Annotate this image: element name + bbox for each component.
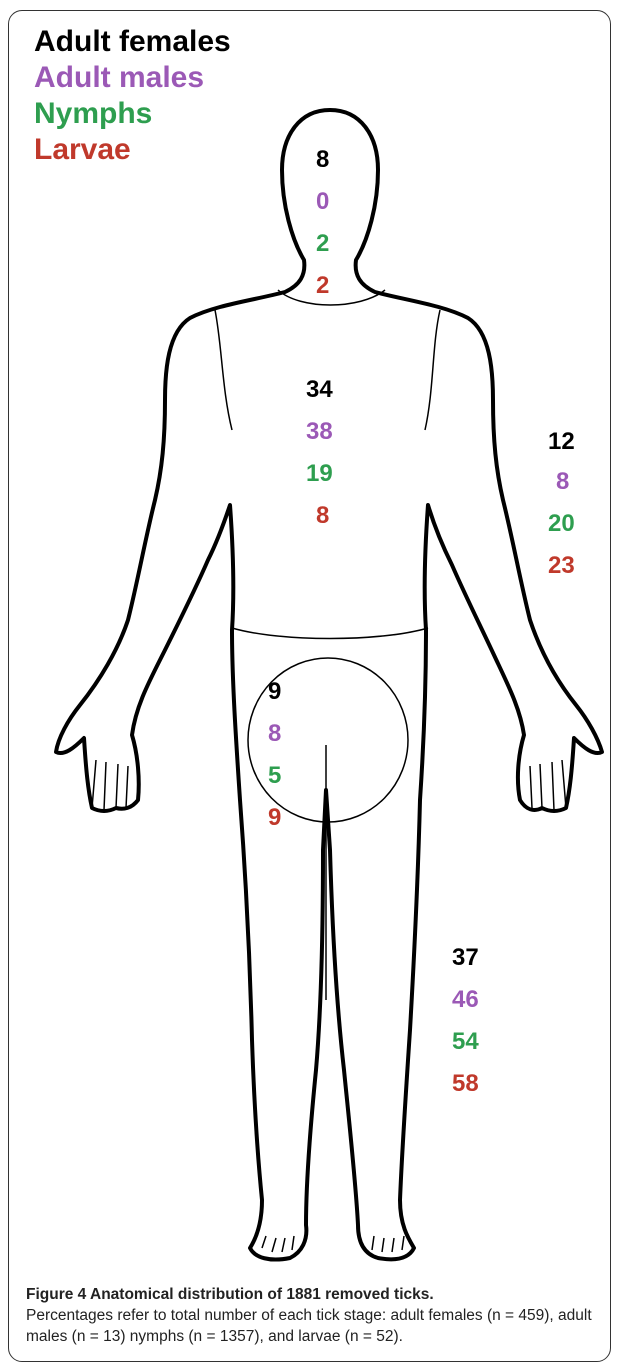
legend-larvae: Larvae — [34, 132, 231, 168]
head-adult-males-value: 0 — [316, 188, 329, 216]
right-toes — [372, 1236, 404, 1252]
right-fingers — [530, 760, 566, 810]
leg-nymphs-value: 54 — [452, 1028, 479, 1056]
torso-adult-females-value: 34 — [306, 376, 333, 404]
arm-larvae-value: 23 — [548, 552, 575, 580]
waist-band — [232, 628, 428, 639]
arm-adult-males-value: 8 — [556, 468, 569, 496]
legend-adult-males: Adult males — [34, 60, 231, 96]
body-outline-svg — [0, 0, 620, 1280]
left-toes — [262, 1236, 294, 1252]
arm-nymphs-value: 20 — [548, 510, 575, 538]
leg-adult-males-value: 46 — [452, 986, 479, 1014]
groin-adult-females-value: 9 — [268, 678, 281, 706]
legend-adult-females: Adult females — [34, 24, 231, 60]
caption-title: Figure 4 Anatomical distribution of 1881… — [26, 1286, 434, 1303]
groin-adult-males-value: 8 — [268, 720, 281, 748]
groin-larvae-value: 9 — [268, 804, 281, 832]
leg-larvae-value: 58 — [452, 1070, 479, 1098]
head-nymphs-value: 2 — [316, 230, 329, 258]
head-adult-females-value: 8 — [316, 146, 329, 174]
torso-larvae-value: 8 — [316, 502, 329, 530]
torso-adult-males-value: 38 — [306, 418, 333, 446]
legend: Adult females Adult males Nymphs Larvae — [34, 24, 231, 168]
torso-nymphs-value: 19 — [306, 460, 333, 488]
neck-line — [278, 290, 385, 305]
arm-adult-females-value: 12 — [548, 428, 575, 456]
legend-nymphs: Nymphs — [34, 96, 231, 132]
head-larvae-value: 2 — [316, 272, 329, 300]
caption-text: Percentages refer to total number of eac… — [26, 1307, 592, 1345]
left-fingers — [92, 760, 128, 810]
groin-nymphs-value: 5 — [268, 762, 281, 790]
figure-caption: Figure 4 Anatomical distribution of 1881… — [26, 1284, 616, 1347]
body-diagram: Adult females Adult males Nymphs Larvae … — [0, 0, 620, 1280]
right-shoulder-seam — [425, 310, 440, 430]
left-shoulder-seam — [215, 310, 232, 430]
leg-adult-females-value: 37 — [452, 944, 479, 972]
